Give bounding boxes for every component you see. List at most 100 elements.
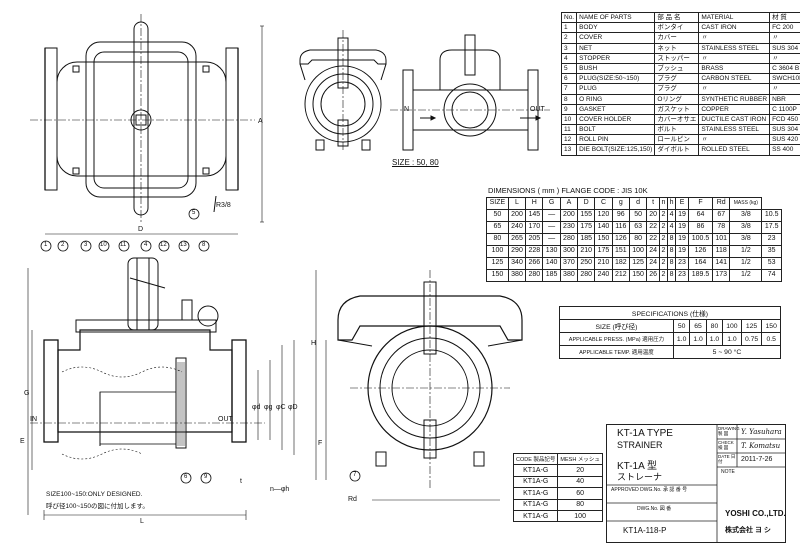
spec-press-value: 0.5: [761, 332, 781, 346]
parts-cell: STAINLESS STEEL: [698, 42, 771, 54]
dimensions-cell: 125: [486, 257, 509, 270]
spec-title: SPECIFICATIONS (仕様): [559, 306, 781, 320]
dimensions-cell: 280: [559, 233, 579, 246]
dimensions-cell: 290: [507, 245, 527, 258]
note-line-2: 呼び径100~150の図に付加します。: [46, 503, 149, 510]
in-label-section: IN: [30, 416, 37, 423]
dimensions-cell: 50: [628, 209, 648, 222]
dimensions-cell: 1/2: [729, 245, 763, 258]
parts-cell: 8: [560, 93, 578, 105]
spec-size: 125: [740, 319, 763, 333]
dimensions-header: h: [667, 197, 677, 210]
dimensions-cell: 140: [594, 221, 613, 234]
dimensions-cell: 266: [525, 257, 544, 270]
dimensions-cell: 189.5: [687, 269, 714, 282]
parts-cell: C 3604 B: [769, 62, 800, 75]
spec-size: 50: [672, 319, 691, 333]
code-cell: KT1A-G: [512, 475, 559, 489]
dimensions-cell: 2: [658, 233, 669, 246]
parts-cell: 〃: [698, 52, 771, 64]
parts-cell: STOPPER: [576, 52, 656, 64]
dimensions-cell: 78: [712, 221, 731, 234]
parts-cell: 〃: [698, 134, 771, 146]
dim-L: L: [140, 518, 144, 525]
dim-Rd: Rd: [348, 496, 357, 503]
dim-A: A: [258, 118, 263, 125]
parts-cell: 3: [560, 42, 578, 54]
dwg-label: DWG.No. 図 番: [637, 506, 672, 512]
dimensions-cell: 23: [675, 269, 689, 282]
dimensions-cell: 8: [667, 245, 677, 258]
dimensions-cell: 140: [542, 257, 561, 270]
dimensions-cell: 240: [507, 221, 527, 234]
parts-cell: SWCH10R: [769, 73, 800, 85]
code-cell: 40: [557, 475, 603, 489]
out-label-top: OUT: [530, 106, 545, 113]
parts-cell: CARBON STEEL: [698, 73, 771, 85]
parts-cell: FCD 450: [769, 113, 800, 126]
dimensions-cell: 19: [675, 233, 689, 246]
title-block: KT-1A TYPE STRAINER KT-1A 型 ストレーナ DRAWIN…: [606, 424, 786, 543]
out-label-section: OUT: [218, 416, 233, 423]
dimensions-header: L: [507, 197, 527, 210]
parts-cell: DUCTILE CAST IRON: [698, 113, 771, 126]
dimensions-cell: 380: [507, 269, 527, 282]
dimensions-cell: 228: [525, 245, 544, 258]
dimensions-cell: —: [542, 221, 561, 234]
callout-8: 8: [202, 242, 206, 248]
code-cell: KT1A-G: [512, 487, 559, 500]
callout-11: 11: [120, 242, 127, 248]
callout-12: 12: [160, 242, 167, 248]
callout-6: 6: [184, 474, 188, 480]
dimensions-cell: 1/2: [729, 269, 763, 282]
code-cell: 20: [557, 464, 603, 477]
top-view: [30, 14, 264, 235]
dimensions-cell: 80: [628, 233, 648, 246]
dim-t: t: [240, 478, 242, 485]
dimensions-cell: 8: [667, 269, 677, 282]
dimensions-cell: 10.5: [761, 209, 782, 222]
parts-cell: STAINLESS STEEL: [698, 124, 771, 136]
dimensions-cell: 205: [525, 233, 544, 246]
parts-cell: Oリング: [654, 93, 700, 105]
spec-press-value: 1.0: [722, 332, 742, 346]
dimensions-cell: 67: [712, 209, 731, 222]
parts-cell: SUS 304: [769, 42, 800, 54]
dimensions-cell: 182: [611, 257, 630, 270]
dimensions-header: A: [559, 197, 579, 210]
dim-n-h: n—φh: [270, 486, 290, 493]
dimensions-cell: 210: [594, 257, 613, 270]
title-block-grid: [607, 425, 785, 542]
size-note: SIZE : 50, 80: [392, 158, 439, 167]
approved-label: APPROVED DWG.No. 承 認 番 号: [611, 487, 688, 493]
parts-cell: ROLLED STEEL: [698, 144, 771, 156]
dimensions-header: H: [525, 197, 544, 210]
dimensions-cell: 8: [667, 257, 677, 270]
parts-cell: ロールピン: [654, 134, 700, 146]
spec-temp-value: 5 ~ 90 °C: [672, 345, 782, 359]
parts-cell: 9: [560, 103, 578, 115]
dimensions-cell: 80: [486, 233, 509, 246]
dimensions-cell: 126: [687, 245, 714, 258]
dimensions-cell: 2: [658, 209, 669, 222]
parts-cell: プラグ: [654, 83, 700, 95]
parts-cell: SYNTHETIC RUBBER: [698, 93, 771, 105]
parts-cell: 6: [560, 73, 578, 85]
dimensions-cell: 125: [628, 257, 648, 270]
callout-circles: [40, 208, 361, 484]
dimensions-cell: —: [542, 209, 561, 222]
dim-phi-C: φC: [276, 404, 286, 411]
dimensions-cell: 116: [611, 221, 630, 234]
dimensions-cell: 96: [611, 209, 630, 222]
date-value: 2011-7-26: [741, 456, 773, 463]
